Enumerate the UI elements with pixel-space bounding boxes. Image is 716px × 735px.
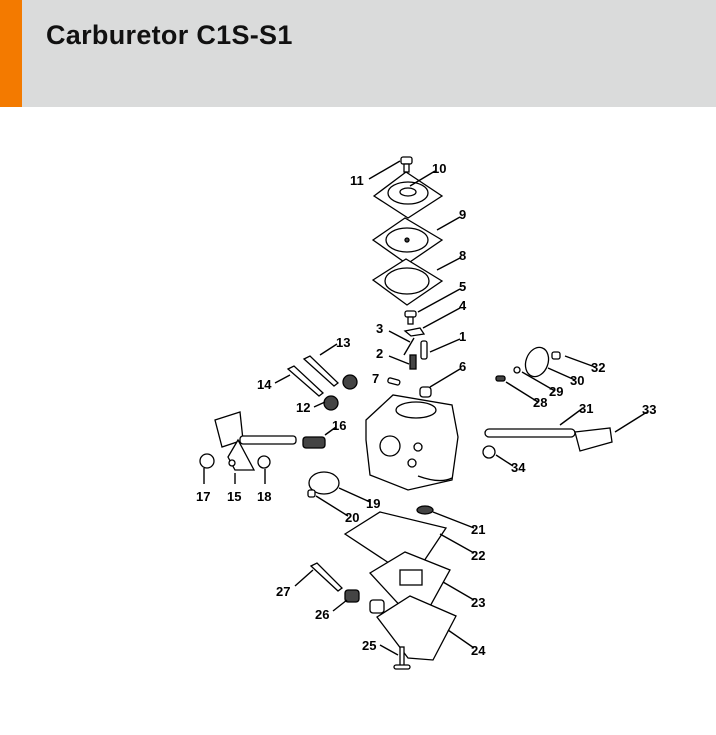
callout-34: 34 — [511, 460, 526, 475]
callout-25: 25 — [362, 638, 376, 653]
callout-19: 19 — [366, 496, 380, 511]
part-23-diaphragm — [368, 551, 451, 611]
callout-28: 28 — [533, 395, 547, 410]
part-10-cover — [372, 171, 444, 219]
part-13-screw — [302, 355, 340, 387]
part-12-springs — [323, 374, 358, 411]
part-16-spring — [302, 436, 326, 449]
part-18-clip — [257, 455, 271, 469]
callout-24: 24 — [471, 643, 486, 658]
callout-29: 29 — [549, 384, 563, 399]
callout-4: 4 — [459, 298, 467, 313]
part-4-lever — [403, 327, 426, 337]
part-8-gasket — [371, 258, 444, 306]
callout-31: 31 — [579, 401, 593, 416]
callout-8: 8 — [459, 248, 466, 263]
part-33-lever — [574, 427, 613, 452]
callout-15: 15 — [227, 489, 241, 504]
part-32-screw — [551, 351, 561, 360]
callout-6: 6 — [459, 359, 466, 374]
part-30-plate — [524, 346, 550, 378]
part-26-spring — [344, 589, 360, 603]
callout-1: 1 — [459, 329, 466, 344]
part-15-throttle-shaft — [214, 411, 297, 471]
callout-27: 27 — [276, 584, 290, 599]
callout-17: 17 — [196, 489, 210, 504]
part-1-needle — [420, 340, 428, 360]
callout-2: 2 — [376, 346, 383, 361]
callout-22: 22 — [471, 548, 485, 563]
callout-9: 9 — [459, 207, 466, 222]
part-34-clip — [482, 445, 496, 459]
callout-5: 5 — [459, 279, 466, 294]
callout-11: 11 — [350, 173, 364, 188]
callout-21: 21 — [471, 522, 485, 537]
callout-7: 7 — [372, 371, 379, 386]
callout-32: 32 — [591, 360, 605, 375]
part-6-plug — [419, 386, 432, 398]
part-11-screw — [400, 156, 413, 173]
part-24-cover — [369, 595, 457, 661]
callout-labels: 11 10 9 8 5 4 3 1 2 13 6 7 32 30 29 28 1… — [196, 161, 656, 658]
leader-lines — [203, 160, 648, 656]
callout-23: 23 — [471, 595, 485, 610]
page-title: Carburetor C1S-S1 — [46, 20, 293, 50]
part-29-ball — [513, 366, 521, 374]
callout-13: 13 — [336, 335, 350, 350]
callout-3: 3 — [376, 321, 383, 336]
callout-16: 16 — [332, 418, 346, 433]
callout-18: 18 — [257, 489, 271, 504]
part-25-screw — [393, 646, 411, 670]
accent-bar — [0, 0, 22, 107]
part-carburetor-body — [365, 394, 459, 491]
callout-26: 26 — [315, 607, 329, 622]
part-28-spring — [495, 375, 506, 382]
callout-14: 14 — [257, 377, 272, 392]
callout-33: 33 — [642, 402, 656, 417]
part-2-spring — [409, 354, 417, 370]
callout-12: 12 — [296, 400, 310, 415]
part-20-screw — [307, 489, 316, 498]
part-27-screw — [309, 562, 343, 592]
part-14-screw — [286, 365, 325, 397]
callout-20: 20 — [345, 510, 359, 525]
part-9-diaphragm — [371, 217, 444, 265]
part-19-plate — [308, 471, 340, 495]
part-3-pin — [403, 337, 415, 356]
page-header: Carburetor C1S-S1 — [0, 0, 716, 107]
part-5-screw — [404, 310, 417, 325]
part-21-filter — [416, 505, 434, 515]
part-17-nut — [199, 453, 215, 469]
part-31-shaft — [484, 428, 576, 438]
part-7-pin — [387, 377, 401, 386]
callout-30: 30 — [570, 373, 584, 388]
callout-10: 10 — [432, 161, 446, 176]
